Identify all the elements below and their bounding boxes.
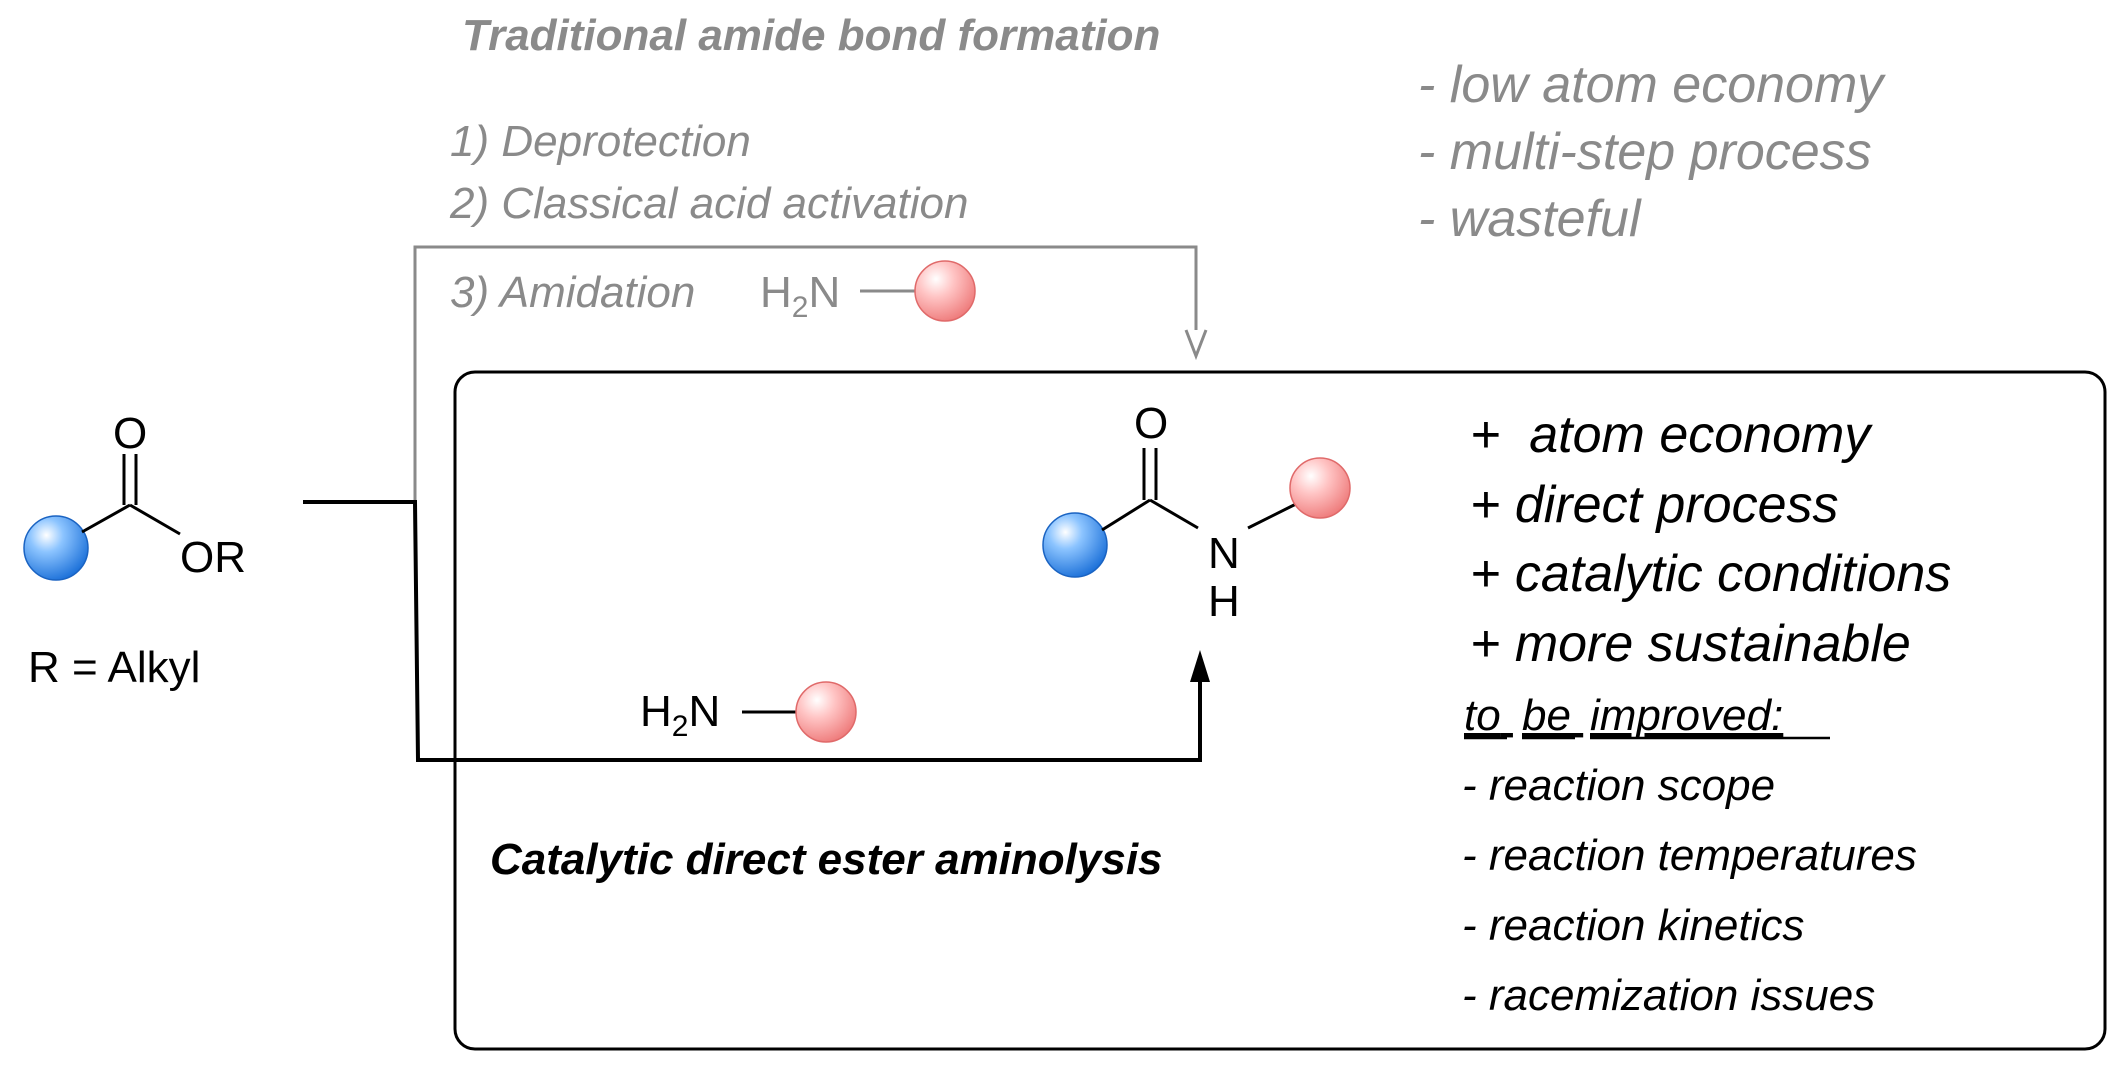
- limitations-list: - reaction scope - reaction temperatures…: [1462, 761, 1917, 1020]
- traditional-amine-red-sphere: [914, 260, 976, 322]
- advantages-list: + atom economy + direct process + cataly…: [1470, 406, 1951, 673]
- catalytic-arrowhead: [1190, 650, 1210, 682]
- catalytic-box: [453, 370, 2107, 1051]
- limitation-item: - racemization issues: [1462, 971, 1875, 1020]
- traditional-route-line: [413, 245, 1198, 500]
- catalytic-title: Catalytic direct ester aminolysis: [490, 835, 1163, 884]
- advantage-item: + more sustainable: [1470, 615, 1911, 673]
- limitation-item: - reaction temperatures: [1462, 831, 1917, 880]
- advantage-item: + atom economy: [1470, 406, 1873, 464]
- catalytic-amine-red-sphere: [795, 681, 857, 743]
- drawback-item: - low atom economy: [1418, 56, 1886, 114]
- step-amidation: 3) Amidation: [450, 268, 695, 317]
- r-definition: R = Alkyl: [28, 643, 200, 692]
- traditional-amine-label: H2N: [760, 268, 840, 324]
- traditional-arrowhead: [1184, 329, 1208, 361]
- catalytic-amine-label: H2N: [640, 687, 720, 743]
- advantage-item: + catalytic conditions: [1470, 545, 1951, 603]
- amide-h: H: [1208, 577, 1240, 626]
- amide-n: N: [1208, 529, 1240, 578]
- amide-o: O: [1134, 399, 1168, 448]
- traditional-title: Traditional amide bond formation: [462, 11, 1160, 60]
- limitation-item: - reaction scope: [1462, 761, 1775, 810]
- step-deprotection: 1) Deprotection: [450, 117, 751, 166]
- ester-alkoxy: OR: [180, 533, 246, 582]
- ester-structure: O OR: [23, 409, 246, 582]
- improve-heading: to be improved:: [1464, 691, 1783, 740]
- catalytic-route-line: [303, 500, 1202, 762]
- amide-blue-sphere: [1042, 512, 1108, 578]
- advantage-item: + direct process: [1470, 476, 1839, 534]
- drawbacks-list: - low atom economy - multi-step process …: [1418, 56, 1886, 248]
- ester-blue-sphere: [23, 515, 89, 581]
- step-acid-activation: 2) Classical acid activation: [449, 179, 968, 228]
- amide-red-sphere: [1289, 457, 1351, 519]
- drawback-item: - wasteful: [1418, 190, 1642, 248]
- limitation-item: - reaction kinetics: [1462, 901, 1804, 950]
- drawback-item: - multi-step process: [1418, 123, 1872, 181]
- amide-product: O N H: [1042, 399, 1351, 626]
- ester-carbonyl-o: O: [113, 409, 147, 458]
